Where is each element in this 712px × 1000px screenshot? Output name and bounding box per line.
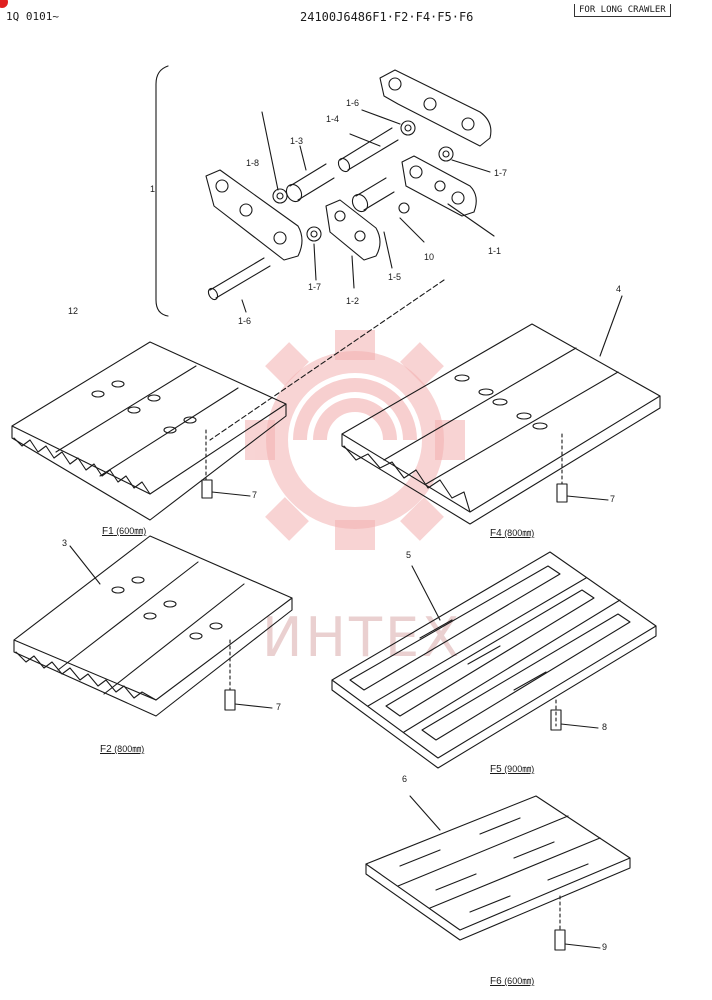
callout-7-f4: 7 (610, 494, 616, 504)
link-plate-left (205, 169, 303, 261)
caption-f4: F4 (800㎜) (490, 526, 534, 539)
callout-7-f1: 7 (252, 490, 258, 500)
link-plate-1-1 (401, 155, 477, 217)
pin-1-4 (339, 127, 399, 171)
sheet-code: 1Q 0101~ (6, 10, 59, 23)
caption-f1-size: (600㎜) (116, 526, 147, 536)
long-crawler-note: FOR LONG CRAWLER (574, 4, 671, 17)
caption-f5-label: F5 (490, 764, 502, 775)
callout-5: 5 (406, 550, 412, 560)
shoe-f2 (13, 535, 293, 717)
caption-f4-label: F4 (490, 528, 502, 539)
caption-f2-size: (800㎜) (114, 744, 145, 754)
callout-6: 6 (402, 774, 408, 784)
callout-12: 12 (68, 306, 79, 316)
pin-1-6 (209, 257, 271, 299)
red-stamp-mark (0, 0, 8, 8)
link-plate-1-2 (325, 199, 381, 261)
callout-1-7-left: 1-7 (308, 282, 322, 292)
callout-1-3: 1-3 (290, 136, 304, 146)
callout-1-2: 1-2 (346, 296, 360, 306)
caption-f6-size: (600㎜) (504, 976, 535, 986)
callout-1-6-upper: 1-6 (346, 98, 360, 108)
caption-f2-label: F2 (100, 744, 112, 755)
callout-10: 10 (424, 252, 435, 262)
callout-1: 1 (150, 184, 156, 194)
callout-8: 8 (602, 722, 608, 732)
caption-f1: F1 (600㎜) (102, 524, 146, 537)
caption-f2: F2 (800㎜) (100, 742, 144, 755)
page-title: 24100J6486F1·F2·F4·F5·F6 (300, 10, 474, 24)
callout-1-4: 1-4 (326, 114, 340, 124)
bushing-1-3 (289, 163, 335, 201)
bushing-1-5 (355, 177, 395, 211)
assembly-bracket (155, 65, 169, 317)
callout-1-5: 1-5 (388, 272, 402, 282)
link-plate-upper (379, 69, 492, 147)
callout-9: 9 (602, 942, 608, 952)
callout-7-f2: 7 (276, 702, 282, 712)
caption-f5-size: (900㎜) (504, 764, 535, 774)
callout-1-8-left: 1-8 (246, 158, 260, 168)
caption-f5: F5 (900㎜) (490, 762, 534, 775)
caption-f4-size: (800㎜) (504, 528, 535, 538)
callout-4: 4 (616, 284, 622, 294)
watermark-text: ИНТЕХ (262, 606, 463, 669)
caption-f1-label: F1 (102, 526, 114, 537)
shoe-f1 (11, 341, 287, 521)
shoe-f5 (331, 551, 657, 769)
callout-1-1: 1-1 (488, 246, 502, 256)
callout-3: 3 (62, 538, 68, 548)
shoe-f4 (341, 295, 661, 525)
caption-f6: F6 (600㎜) (490, 974, 534, 987)
shoe-f6 (365, 795, 631, 951)
caption-f6-label: F6 (490, 976, 502, 987)
callout-1-7-right: 1-7 (494, 168, 508, 178)
callout-1-6-lower: 1-6 (238, 316, 252, 326)
